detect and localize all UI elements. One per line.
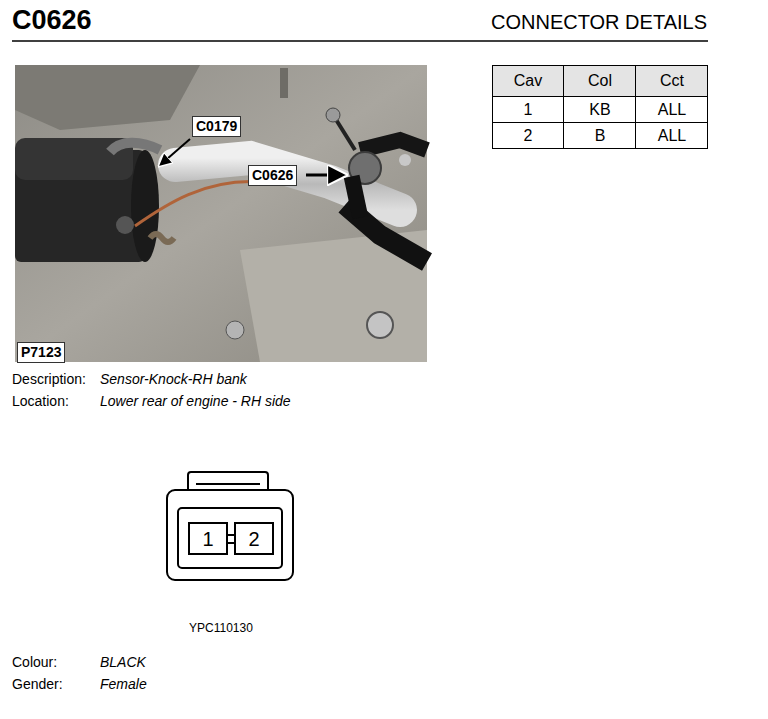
engine-block (15, 65, 427, 362)
table-cell: 1 (492, 97, 564, 123)
sensor-bolt (335, 118, 355, 150)
photo-number: P7123 (17, 342, 65, 363)
header-rule (12, 40, 708, 42)
field-value: Sensor-Knock-RH bank (100, 371, 247, 388)
bolt-head (399, 154, 411, 166)
connector-face (167, 472, 293, 580)
table-cell: B (564, 123, 636, 149)
table-rule (493, 96, 708, 97)
callout-label: C0626 (248, 165, 297, 186)
table-cell: ALL (636, 97, 708, 123)
field-name: Colour: (12, 654, 57, 671)
table-cell: KB (564, 97, 636, 123)
pin-number: 1 (202, 529, 213, 549)
pin-cavity: 2 (234, 522, 274, 555)
page-heading: CONNECTOR DETAILS (440, 8, 707, 36)
bolt-head (226, 321, 244, 339)
table-header-cell: Cav (492, 65, 564, 97)
table-header-cell: Col (564, 65, 636, 97)
bolt-head (326, 108, 340, 122)
connector-id-title: C0626 (12, 4, 92, 36)
pin-table (493, 66, 708, 149)
cavity-frame (178, 508, 282, 568)
table-border (493, 66, 708, 149)
field-name: Location: (12, 393, 69, 410)
pin-cavity: 1 (188, 522, 228, 555)
table-header-cell: Cct (636, 65, 708, 97)
field-value: Female (100, 676, 147, 693)
leader-arrow (159, 139, 190, 166)
starter-end-cap (131, 150, 159, 262)
callout-label: C0179 (192, 116, 241, 137)
pin-number: 2 (248, 529, 259, 549)
table-cell: ALL (636, 123, 708, 149)
copper-wire (135, 182, 262, 226)
table-header (493, 66, 708, 97)
field-value: Lower rear of engine - RH side (100, 393, 291, 410)
stud (280, 68, 288, 98)
connector-housing (167, 490, 293, 580)
field-value: BLACK (100, 654, 146, 671)
field-name: Description: (12, 371, 86, 388)
table-cell: 2 (492, 123, 564, 149)
bolt-head (367, 312, 393, 338)
casting-shadow (15, 65, 200, 130)
sleeve (110, 143, 160, 152)
terminal (116, 216, 134, 234)
sensor-connector (344, 175, 368, 219)
tab-line (196, 483, 260, 485)
table-rule (493, 122, 708, 123)
field-name: Gender: (12, 676, 63, 693)
table-rule (563, 66, 564, 149)
drawing-number: YPC110130 (189, 621, 253, 635)
table-rule (635, 66, 636, 149)
braided-strap (150, 234, 174, 242)
corrugated-tube (360, 140, 427, 150)
engine-photo (15, 65, 427, 362)
leader-arrow (306, 174, 346, 177)
